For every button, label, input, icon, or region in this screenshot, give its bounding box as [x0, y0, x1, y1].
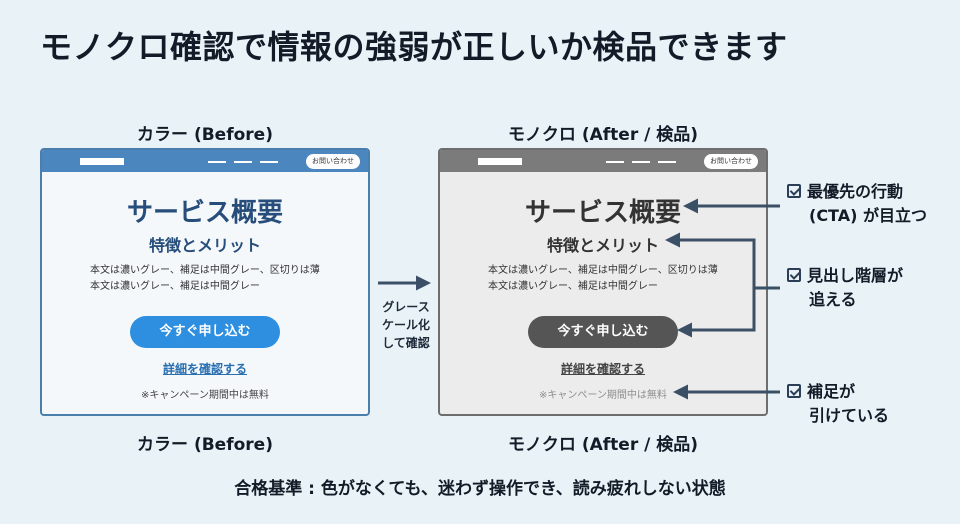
- checkbox-icon: [787, 384, 801, 398]
- checkbox-icon: [787, 184, 801, 198]
- details-link[interactable]: 詳細を確認する: [560, 362, 645, 376]
- page-title: モノクロ確認で情報の強弱が正しいか検品できます: [40, 28, 788, 66]
- color-panel-label-bottom: カラー (Before): [137, 435, 273, 455]
- mock-body-line: 本文は濃いグレー、補足は中間グレー: [90, 281, 260, 292]
- check-hierarchy: 見出し階層が 追える: [787, 264, 903, 312]
- nav-dash: [658, 161, 676, 163]
- contact-button[interactable]: お問い合わせ: [704, 154, 758, 169]
- details-link[interactable]: 詳細を確認する: [162, 362, 247, 376]
- campaign-note: ※キャンペーン期間中は無料: [539, 390, 667, 401]
- color-header-bar: お問い合わせ: [42, 150, 368, 172]
- check-text: 追える: [809, 290, 857, 309]
- mono-header-bar: お問い合わせ: [440, 150, 766, 172]
- check-text: 引けている: [809, 406, 890, 425]
- mock-subheading: 特徴とメリット: [546, 236, 659, 255]
- checkbox-icon: [787, 268, 801, 282]
- check-text: 最優先の行動: [807, 182, 904, 201]
- cta-arrow: [677, 288, 756, 338]
- check-text: 補足が: [807, 382, 856, 401]
- nav-dash: [632, 161, 650, 163]
- nav-dash: [208, 161, 226, 163]
- mono-panel-label-top: モノクロ (After / 検品): [507, 125, 699, 145]
- grayscale-line: グレース: [382, 300, 430, 314]
- cta-button[interactable]: 今すぐ申し込む: [528, 316, 678, 348]
- grayscale-caption: グレース ケール化 して確認: [376, 298, 436, 352]
- mock-subheading: 特徴とメリット: [148, 236, 261, 255]
- check-note: 補足が 引けている: [787, 380, 889, 428]
- pass-criteria: 合格基準 : 色がなくても、迷わず操作でき、読み疲れしない状態: [234, 479, 726, 499]
- grayscale-line: して確認: [382, 336, 430, 350]
- nav-dash: [260, 161, 278, 163]
- logo-placeholder: [80, 158, 124, 165]
- mock-body-line: 本文は濃いグレー、補足は中間グレー: [488, 281, 658, 292]
- check-cta: 最優先の行動 (CTA) が目立つ: [787, 180, 927, 228]
- mono-panel-label-bottom: モノクロ (After / 検品): [507, 435, 699, 455]
- color-mockup: お問い合わせ サービス概要 特徴とメリット 本文は濃いグレー、補足は中間グレー、…: [40, 148, 370, 416]
- cta-button[interactable]: 今すぐ申し込む: [130, 316, 280, 348]
- check-text: 見出し階層が: [807, 266, 904, 285]
- subheading-arrow: [665, 232, 780, 290]
- color-panel-label-top: カラー (Before): [137, 125, 273, 145]
- campaign-note: ※キャンペーン期間中は無料: [141, 390, 269, 401]
- logo-placeholder: [478, 158, 522, 165]
- mock-body-line: 本文は濃いグレー、補足は中間グレー、区切りは薄: [488, 265, 718, 276]
- mock-heading: サービス概要: [126, 198, 283, 228]
- mock-heading: サービス概要: [524, 198, 681, 228]
- nav-dash: [234, 161, 252, 163]
- mono-mockup: お問い合わせ サービス概要 特徴とメリット 本文は濃いグレー、補足は中間グレー、…: [438, 148, 768, 416]
- nav-dash: [606, 161, 624, 163]
- grayscale-line: ケール化: [381, 318, 430, 332]
- contact-button[interactable]: お問い合わせ: [306, 154, 360, 169]
- mock-body-line: 本文は濃いグレー、補足は中間グレー、区切りは薄: [90, 265, 320, 276]
- check-text: (CTA) が目立つ: [809, 206, 927, 225]
